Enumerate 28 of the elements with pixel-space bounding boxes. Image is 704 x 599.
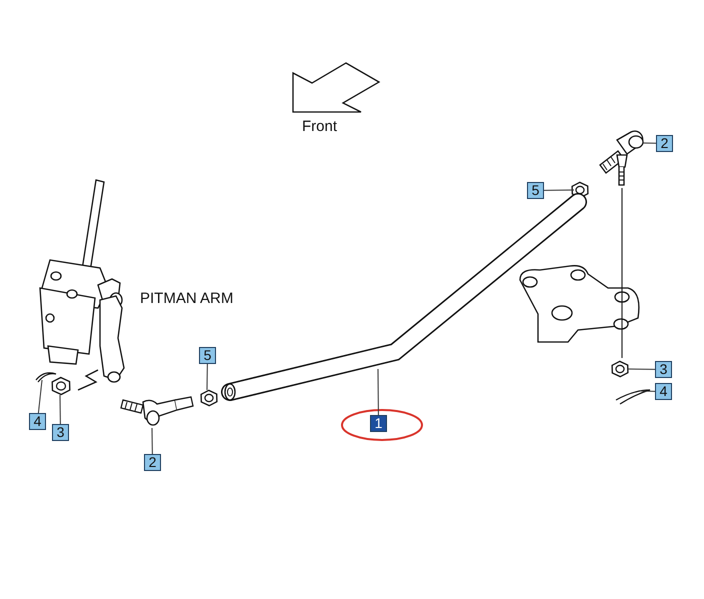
callout-number: 3: [52, 424, 69, 441]
leader-line: [642, 142, 656, 144]
callout-number: 2: [144, 454, 161, 471]
callout-number: 5: [199, 347, 216, 364]
leader-line: [152, 428, 153, 454]
tie-rod-end: [599, 130, 644, 186]
leader-line: [640, 390, 656, 392]
cotter-pin: [36, 372, 57, 382]
callout-number: 1: [370, 415, 387, 432]
callout-number: 5: [527, 182, 544, 199]
nut: [200, 390, 218, 406]
callout-number: 4: [29, 413, 46, 430]
leader-line: [378, 368, 379, 416]
part-label: PITMAN ARM: [140, 290, 234, 307]
nut: [611, 360, 629, 378]
leader-line: [60, 394, 61, 424]
nut: [52, 376, 70, 396]
cotter-pin: [616, 389, 651, 405]
leader-line: [544, 190, 574, 191]
leader-line: [206, 364, 208, 390]
part-label: Front: [302, 118, 338, 135]
nut: [571, 182, 589, 198]
callout-number: 3: [655, 361, 672, 378]
leader-line: [38, 380, 42, 414]
callout-number: 4: [655, 383, 672, 400]
callout-number: 2: [656, 135, 673, 152]
tie-rod-end: [120, 396, 194, 426]
leader-line: [628, 368, 656, 370]
